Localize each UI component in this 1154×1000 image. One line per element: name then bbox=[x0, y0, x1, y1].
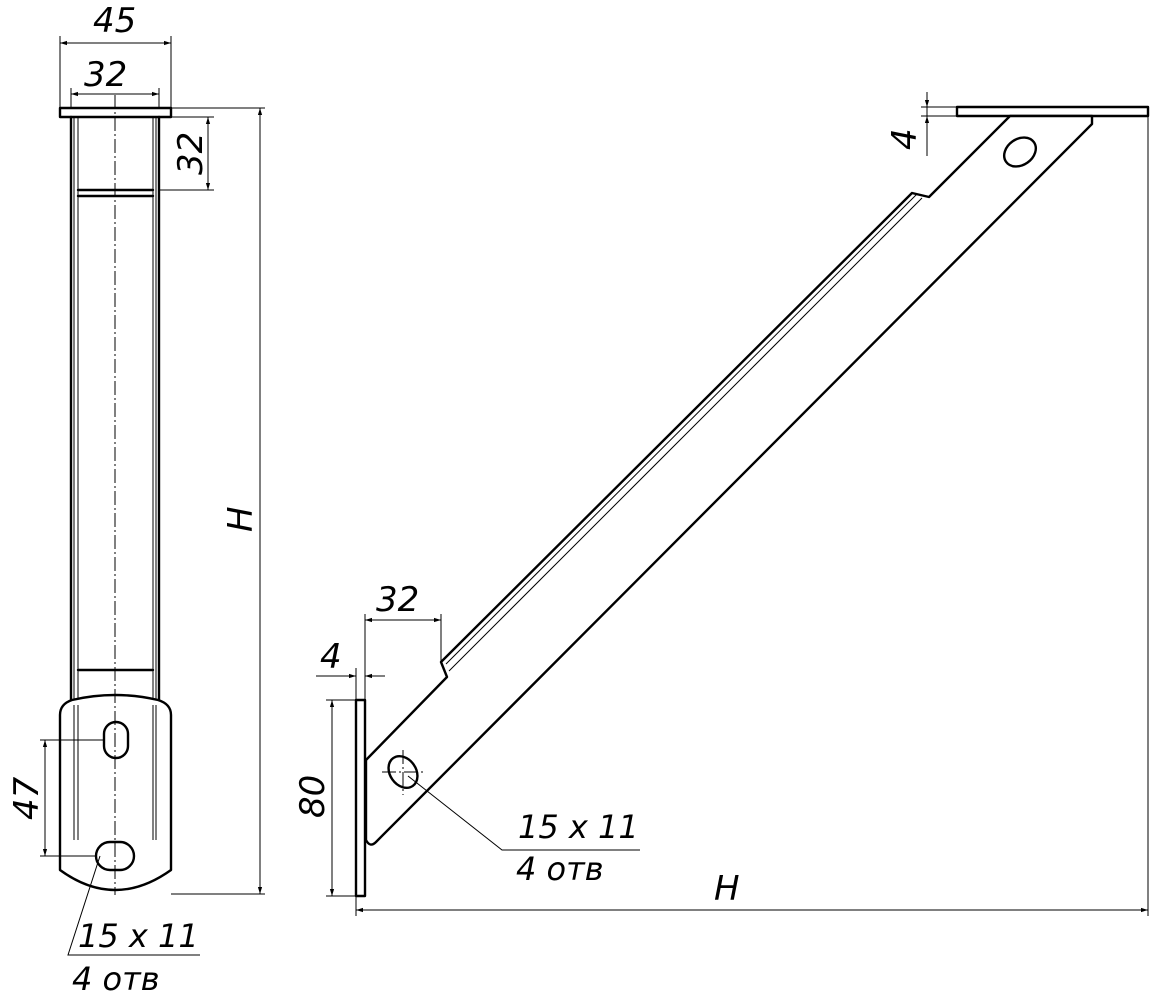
dim-32-label: 32 bbox=[84, 55, 127, 95]
front-hole-upper bbox=[102, 720, 130, 760]
side-hole-size-label: 15 x 11 bbox=[518, 808, 639, 846]
front-bottom-foot bbox=[58, 693, 173, 892]
front-hole-leader bbox=[67, 855, 200, 956]
dim-45-extension bbox=[59, 36, 172, 108]
dim-47-label: 47 bbox=[7, 776, 47, 820]
dim-80-label: 80 bbox=[293, 775, 333, 818]
side-arm-flange-line-2 bbox=[445, 193, 918, 665]
dim-4-top-extension bbox=[921, 106, 957, 117]
side-top-plate bbox=[955, 105, 1150, 118]
dim-47-extension bbox=[40, 739, 104, 857]
dim-32v-label: 32 bbox=[171, 132, 211, 175]
side-hole-leader bbox=[407, 775, 640, 851]
front-channel-outer bbox=[69, 115, 161, 702]
dim-h-horizontal-extension bbox=[355, 116, 1149, 916]
dim-32h-extension bbox=[364, 614, 442, 700]
dim-32h-label: 32 bbox=[376, 580, 419, 620]
dim-4-bottom-label: 4 bbox=[320, 637, 342, 677]
dim-4-top-label: 4 bbox=[885, 128, 925, 150]
side-diagonal-arm bbox=[364, 114, 1094, 846]
front-hole-count-label: 4 отв bbox=[72, 960, 160, 998]
side-bottom-plate bbox=[354, 698, 367, 898]
dim-h-horizontal-label: H bbox=[714, 869, 740, 909]
side-arm-flange-line bbox=[448, 197, 923, 672]
dim-45-label: 45 bbox=[93, 1, 136, 41]
side-view: 4 32 4 80 H 15 x 11 4 отв bbox=[293, 92, 1150, 916]
side-hole-upper bbox=[1003, 136, 1037, 168]
front-foot-inner-lines bbox=[73, 705, 157, 840]
front-view: 45 32 32 H 47 15 x 11 4 отв bbox=[7, 1, 265, 998]
front-hole-size-label: 15 x 11 bbox=[78, 917, 199, 955]
side-hole-count-label: 4 отв bbox=[516, 850, 604, 888]
side-hole-centerline bbox=[382, 750, 425, 795]
dim-h-extension bbox=[171, 107, 265, 895]
dim-h-label: H bbox=[221, 506, 261, 532]
front-channel-inner bbox=[73, 117, 157, 840]
dim-32-extension bbox=[70, 88, 160, 108]
